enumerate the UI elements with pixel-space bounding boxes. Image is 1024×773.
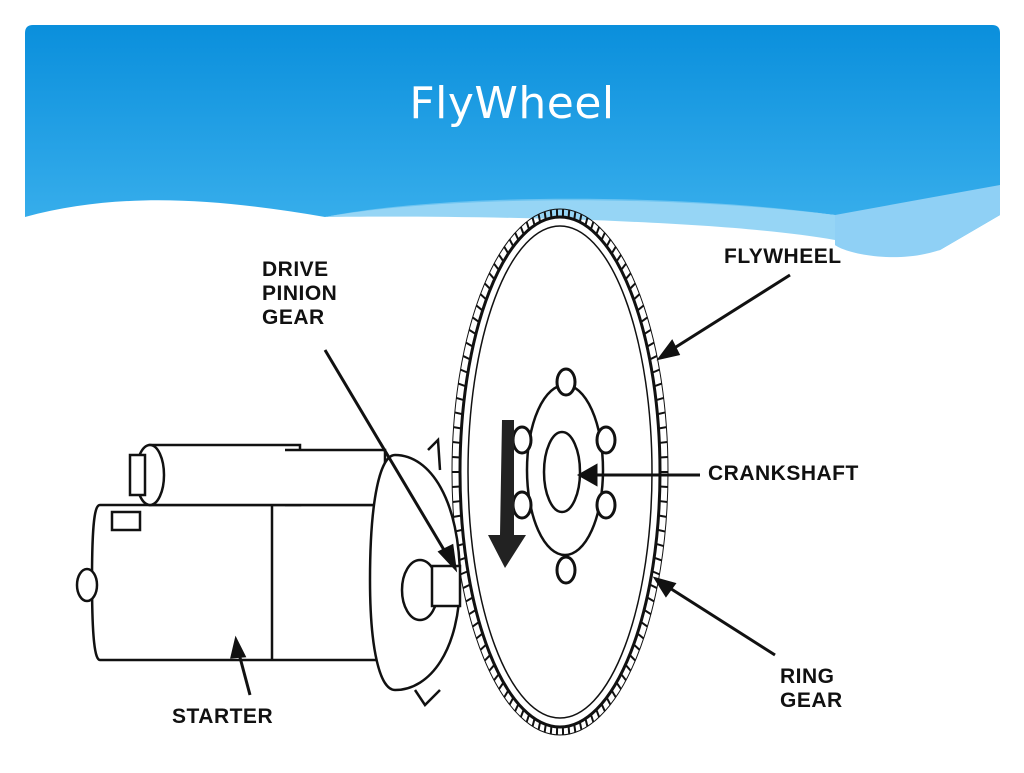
label-starter: STARTER <box>172 705 273 729</box>
label-crankshaft: CRANKSHAFT <box>708 462 859 486</box>
label-ring-gear: RING GEAR <box>780 665 843 713</box>
crankshaft-bore <box>544 432 580 512</box>
label-flywheel: FLYWHEEL <box>724 245 842 269</box>
label-drive-pinion-gear: DRIVE PINION GEAR <box>262 258 337 330</box>
